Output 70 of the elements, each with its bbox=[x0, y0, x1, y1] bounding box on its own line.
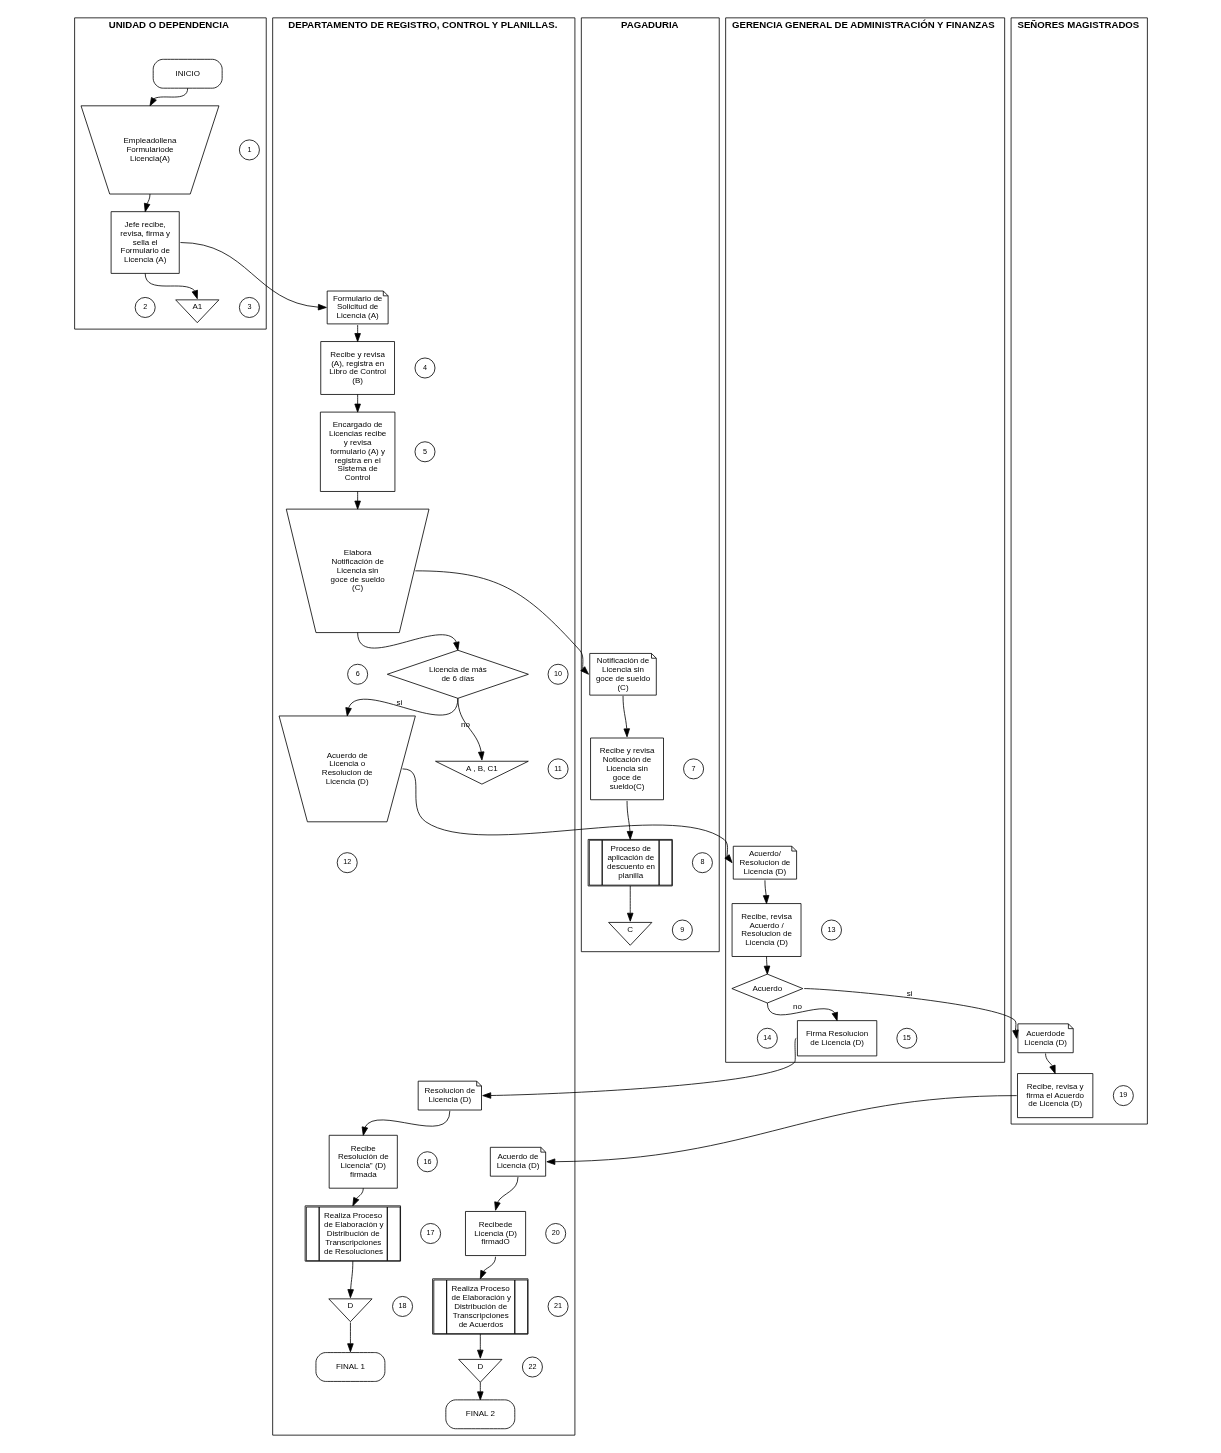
arrow bbox=[476, 1381, 483, 1401]
node-circle: 22 bbox=[521, 1356, 543, 1378]
node-box: Jefe recibe, revisa, firma y sella el Formulario de Licencia (A) bbox=[110, 211, 180, 274]
arrow bbox=[1044, 1053, 1056, 1074]
node-box: Firma Resolucion de Licencia (D) bbox=[796, 1020, 877, 1057]
node-circle: 19 bbox=[1112, 1085, 1134, 1106]
node-circle: 16 bbox=[416, 1151, 438, 1173]
arrow bbox=[481, 1037, 797, 1099]
node-circle: 6 bbox=[346, 663, 368, 685]
node-box: FINAL 2 bbox=[444, 1399, 515, 1430]
node-box: INICIO bbox=[152, 58, 223, 89]
edge-label: no bbox=[460, 719, 470, 729]
arrow bbox=[803, 988, 1019, 1039]
node-circle: 15 bbox=[895, 1027, 917, 1049]
node-circle: 8 bbox=[691, 852, 713, 874]
node-diamond: Acuerdo bbox=[730, 973, 803, 1004]
node-box: FINAL 1 bbox=[315, 1352, 385, 1382]
node-circle: 7 bbox=[682, 758, 704, 780]
arrow bbox=[143, 193, 150, 213]
node-circle: 12 bbox=[336, 852, 358, 874]
node-box: Recibe Resolución de Licencia" (D) firmada bbox=[328, 1134, 398, 1189]
node-circle: 4 bbox=[414, 357, 435, 379]
arrow bbox=[149, 87, 188, 107]
arrow bbox=[763, 956, 770, 975]
node-box: Encargado de Licencias recibe y revisa formulario (A) y registra en el Sistema de Control bbox=[319, 411, 395, 492]
arrow bbox=[622, 695, 630, 738]
arrow bbox=[353, 324, 361, 342]
node-circle: 9 bbox=[671, 919, 693, 941]
arrow bbox=[346, 1260, 354, 1299]
arrow bbox=[346, 1322, 354, 1353]
node-circle: 18 bbox=[391, 1296, 413, 1317]
node-circle: 3 bbox=[238, 297, 260, 318]
node-circle: 11 bbox=[547, 758, 568, 780]
arrow bbox=[626, 885, 633, 922]
node-circle: 17 bbox=[419, 1223, 441, 1244]
arrow bbox=[493, 1176, 518, 1211]
node-circle: 5 bbox=[414, 441, 435, 463]
node-circle: 1 bbox=[238, 139, 260, 161]
node-diamond: Licencia de más de 6 días bbox=[386, 649, 529, 699]
arrow bbox=[476, 1333, 483, 1359]
arrow bbox=[766, 1002, 838, 1022]
arrow bbox=[179, 242, 327, 311]
node-circle: 21 bbox=[547, 1296, 568, 1317]
arrow bbox=[414, 570, 589, 675]
node-box: Recibede Licencia (D) firmadO bbox=[464, 1211, 526, 1256]
arrow bbox=[762, 879, 769, 904]
node-circle: 10 bbox=[547, 663, 568, 685]
node-box: Recibe y revisa Noticación de Licencia sin goce de sueldo(C) bbox=[589, 737, 664, 801]
arrow bbox=[353, 491, 361, 510]
arrow bbox=[356, 632, 459, 651]
arrow bbox=[361, 1110, 450, 1136]
node-box: Recibe y revisa (A), registra en Libro de Control (B) bbox=[319, 341, 395, 395]
arrow bbox=[456, 697, 484, 761]
arrow bbox=[353, 394, 361, 413]
arrow bbox=[545, 1095, 1017, 1165]
edge-label: si bbox=[396, 697, 402, 707]
edge-label: si bbox=[906, 988, 912, 998]
arrow bbox=[479, 1256, 496, 1280]
node-circle: 14 bbox=[756, 1027, 778, 1049]
arrow bbox=[351, 1187, 364, 1207]
arrow bbox=[626, 800, 633, 840]
node-circle: 20 bbox=[544, 1223, 566, 1244]
arrow bbox=[144, 273, 198, 300]
node-circle: 2 bbox=[134, 297, 156, 318]
arrow bbox=[401, 768, 732, 864]
arrow bbox=[344, 697, 458, 717]
node-box: Recibe, revisa y firma el Acuerdo de Licencia (D) bbox=[1016, 1073, 1093, 1119]
node-circle: 13 bbox=[820, 919, 842, 941]
node-box: Recibe, revisa Acuerdo / Resolucion de Licencia (D) bbox=[731, 903, 801, 957]
edge-label: no bbox=[792, 1002, 802, 1012]
